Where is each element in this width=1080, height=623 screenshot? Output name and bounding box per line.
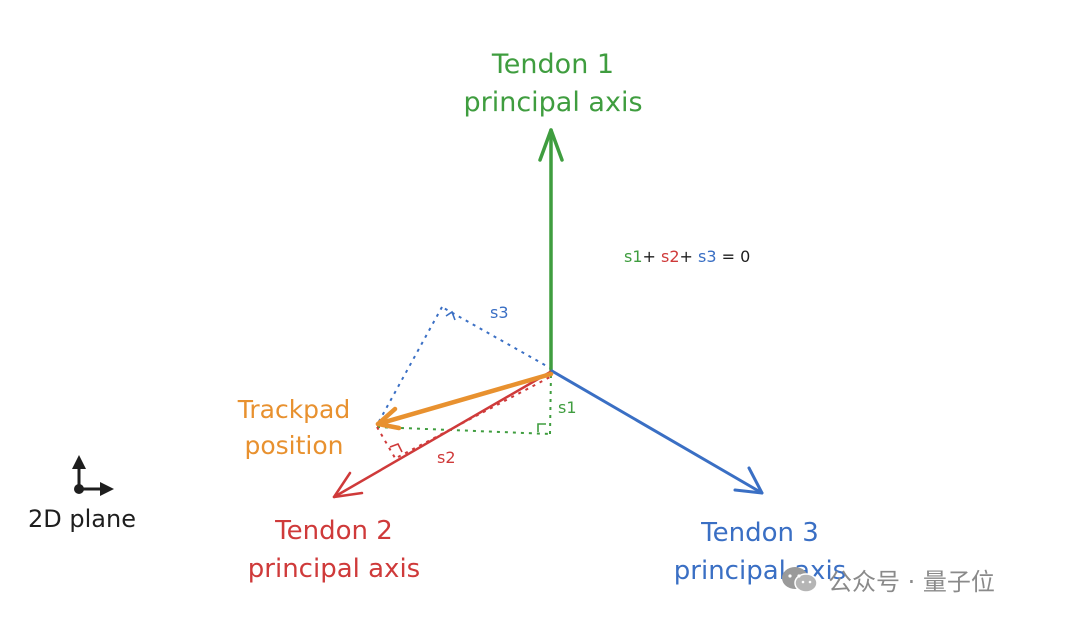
eq-plus-2: + <box>679 247 693 266</box>
eq-plus-1: + <box>642 247 656 266</box>
plane-label: 2D plane <box>28 505 136 533</box>
tendon2-subtitle: principal axis <box>247 554 421 584</box>
tendon2-axis-arrow <box>332 369 554 499</box>
tendon1-label: Tendon 1 principal axis <box>463 46 642 122</box>
s3-projection-lines <box>376 306 553 426</box>
trackpad-label: Trackpad position <box>238 392 350 464</box>
eq-s3: s3 <box>698 247 717 266</box>
eq-s2: s2 <box>661 247 680 266</box>
tendon2-label: Tendon 2 principal axis <box>248 512 420 588</box>
s1-label: s1 <box>558 398 577 417</box>
tendon2-title: Tendon 2 <box>275 516 393 546</box>
s2-label: s2 <box>437 448 456 467</box>
tendon1-title: Tendon 1 <box>491 49 615 80</box>
tendon3-axis-arrow <box>550 369 764 495</box>
trackpad-title: Trackpad <box>237 395 351 424</box>
tendon3-title: Tendon 3 <box>701 518 819 548</box>
tendon1-subtitle: principal axis <box>463 87 643 118</box>
watermark: 公众号 · 量子位 <box>780 562 995 597</box>
plane-axes-icon <box>72 455 114 496</box>
s1-projection-lines <box>376 371 552 435</box>
s3-label: s3 <box>490 303 509 322</box>
eq-rest: = 0 <box>716 247 751 266</box>
sum-equation: s1+ s2+ s3 = 0 <box>624 249 750 265</box>
trackpad-vector-arrow <box>375 371 554 431</box>
s2-projection-lines <box>376 375 553 459</box>
trackpad-subtitle: position <box>244 431 344 460</box>
eq-s1: s1 <box>624 247 643 266</box>
watermark-text: 公众号 · 量子位 <box>828 568 995 596</box>
tendon1-axis-arrow <box>538 128 564 372</box>
wechat-icon <box>782 566 818 593</box>
